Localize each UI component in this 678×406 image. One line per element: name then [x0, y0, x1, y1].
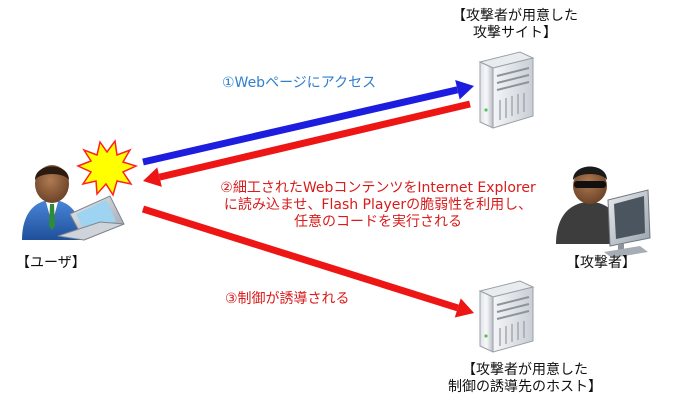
step3-arrow-head	[454, 298, 474, 318]
attacker-site-label-line2: 攻撃サイト】	[473, 25, 557, 41]
user-icon	[22, 165, 125, 241]
step2-arrow-shaft	[158, 100, 471, 181]
step1-arrow-shaft	[142, 86, 459, 166]
step2-label-line1: ②細工されたWebコンテンツをInternet Explorer	[220, 180, 536, 196]
step3-arrow-shaft	[141, 205, 459, 312]
step2-label: ②細工されたWebコンテンツをInternet Explorer に読み込ませ、…	[205, 180, 551, 231]
control-host-label-line2: 制御の誘導先のホスト】	[448, 379, 602, 395]
step2-arrow-head	[143, 167, 162, 187]
step2-label-line3: 任意のコードを実行される	[294, 214, 462, 230]
attack-burst-icon	[76, 139, 139, 197]
step1-arrow-head	[455, 80, 474, 100]
step3-arrow	[141, 205, 474, 318]
step2-arrow	[143, 100, 471, 187]
attacker-site-label: 【攻撃者が用意した 攻撃サイト】	[440, 8, 590, 42]
user-label: 【ユーザ】	[16, 255, 86, 271]
control-host-label-line1: 【攻撃者が用意した	[462, 362, 588, 378]
step1-arrow	[142, 80, 474, 166]
control-host-label: 【攻撃者が用意した 制御の誘導先のホスト】	[440, 362, 610, 396]
step2-label-line2: に読み込ませ、Flash Playerの脆弱性を利用し、	[223, 197, 533, 213]
attacker-icon	[556, 166, 651, 258]
attacker-site-label-line1: 【攻撃者が用意した	[452, 8, 578, 24]
attacker-site-server-icon	[478, 51, 535, 129]
step1-label: ①Webページにアクセス	[222, 75, 377, 91]
control-host-server-icon	[478, 280, 535, 353]
step3-label: ③制御が誘導される	[225, 291, 350, 307]
attacker-label: 【攻撃者】	[566, 255, 636, 271]
